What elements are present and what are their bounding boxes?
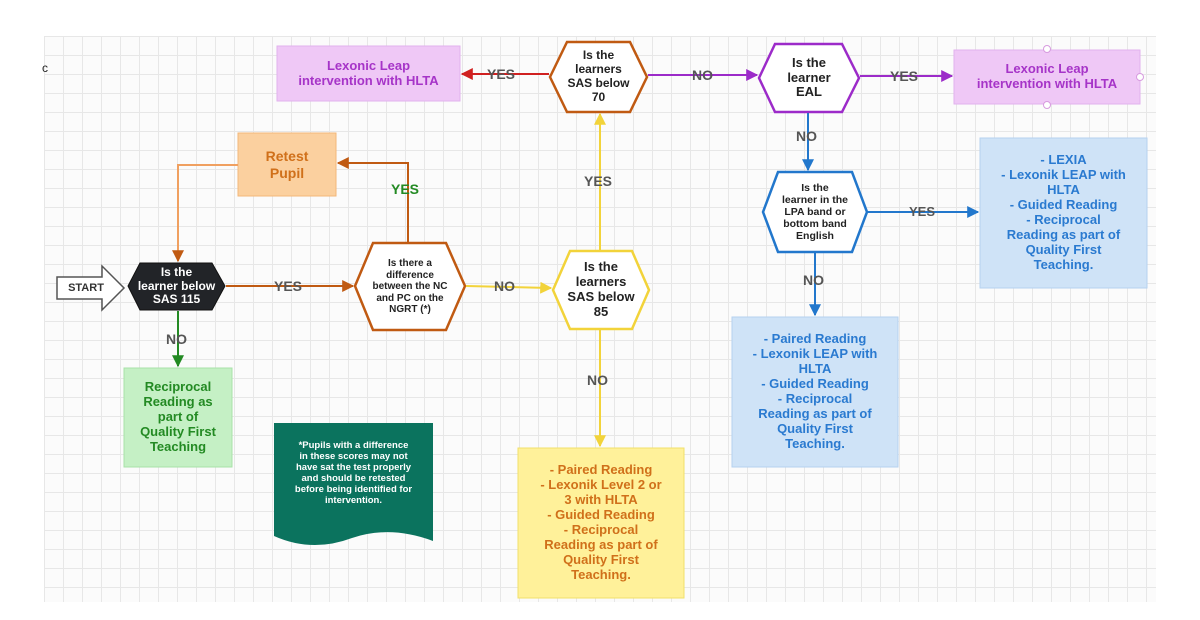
reciprocal-reading-green-box: Reciprocal Reading as part of Quality Fi…: [140, 379, 216, 454]
lexonic-right-box-shape: [953, 49, 1141, 105]
difference-decision: Is there a difference between the NC and…: [372, 258, 448, 316]
sas70-decision: Is the learners SAS below 70: [567, 48, 630, 104]
blue-left-box-shape: [731, 316, 899, 468]
blue-right-box-shape: [979, 137, 1148, 289]
eal-yes-label: YES: [890, 68, 919, 84]
handle-bottom: [1043, 101, 1051, 109]
sas115-yes-label: YES: [274, 278, 303, 294]
yellow-box-shape: [517, 447, 685, 599]
lpa-decision: Is the learner in the LPA band or bottom…: [782, 181, 848, 243]
lexia-blue-box: - LEXIA - Lexonik LEAP with HLTA - Guide…: [1001, 152, 1126, 272]
sas85-no-label: NO: [587, 372, 608, 388]
note-box: *Pupils with a difference in these score…: [294, 440, 413, 506]
paired-reading-yellow-box: - Paired Reading - Lexonik Level 2 or 3 …: [540, 462, 662, 582]
lexonic-leap-left-box: Lexonic Leap intervention with HLTA: [298, 57, 439, 88]
handle-top: [1043, 45, 1051, 53]
difference-shape: [353, 241, 467, 332]
eal-shape: [757, 42, 861, 114]
sas115-decision: Is the learner below SAS 115: [137, 264, 216, 307]
eal-no-label: NO: [796, 128, 817, 144]
connector-retest-back: [172, 164, 238, 263]
sas115-no-label: NO: [166, 331, 187, 347]
lpa-no-label: NO: [803, 272, 824, 288]
corner-label: c: [42, 61, 48, 75]
note-shape: [274, 423, 433, 546]
lexonic-leap-right-box: Lexonic Leap intervention with HLTA: [976, 61, 1118, 91]
connector-difference-no: [465, 281, 553, 294]
sas70-no-label: NO: [692, 67, 713, 83]
paired-reading-blue-box: - Paired Reading - Lexonik LEAP with HLT…: [752, 331, 878, 451]
retest-box-shape: [237, 132, 337, 197]
lpa-shape: [761, 170, 869, 254]
difference-yes-label: YES: [391, 181, 420, 197]
difference-no-label: NO: [494, 278, 515, 294]
sas115-shape: [127, 262, 226, 311]
sas85-yes-label: YES: [584, 173, 613, 189]
eal-decision: Is the learner EAL: [787, 54, 831, 100]
retest-pupil-box: Retest Pupil: [265, 148, 309, 181]
start-arrow-shape: [56, 264, 126, 312]
lexonic-left-box-shape: [276, 45, 461, 102]
lpa-yes-label: YES: [909, 204, 936, 219]
handle-right: [1136, 73, 1144, 81]
sas85-shape: [551, 249, 651, 331]
sas70-shape: [548, 40, 649, 114]
connector-difference-yes: [336, 157, 409, 243]
sas85-decision: Is the learners SAS below 85: [567, 259, 635, 319]
green-box-shape: [123, 367, 233, 468]
start-label: START: [68, 281, 104, 294]
sas70-yes-label: YES: [487, 66, 516, 82]
